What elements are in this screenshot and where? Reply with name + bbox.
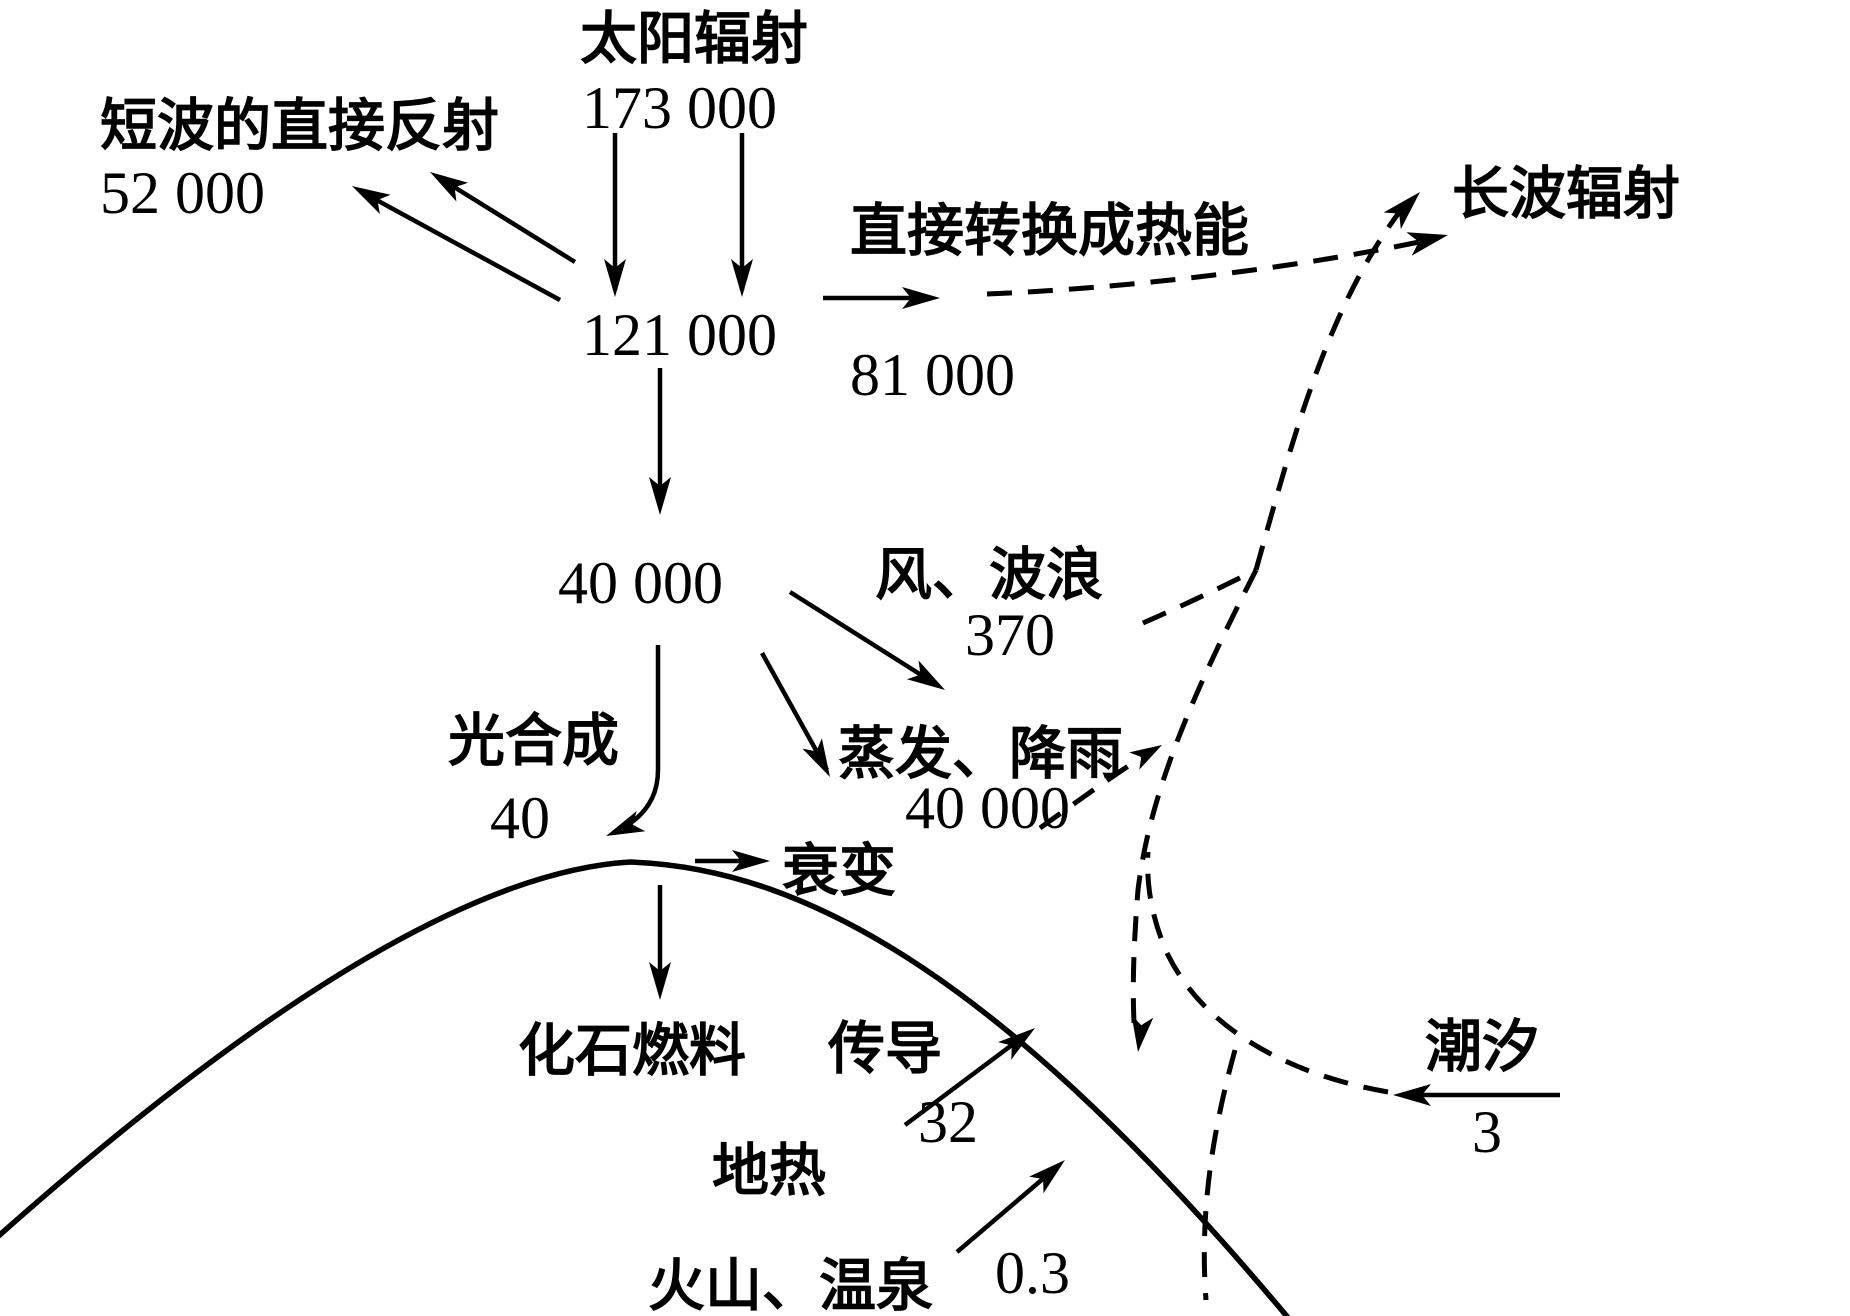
descender-to-surface-dashed <box>1130 568 1259 1039</box>
evaporation-arrow <box>760 651 829 772</box>
arrowhead-icon <box>649 962 671 1000</box>
tides-label: 潮汐 <box>1425 1015 1539 1079</box>
decay-label: 衰变 <box>782 839 896 903</box>
conduction-value: 32 <box>918 1089 978 1155</box>
volcano-label: 火山、温泉 <box>648 1254 933 1316</box>
direct-heat-value: 81 000 <box>850 342 1015 408</box>
wind-spur-dashed <box>1141 567 1258 626</box>
conduction-arrow <box>903 1031 1030 1127</box>
arrowhead-icon <box>1383 192 1420 230</box>
arrowhead-icon <box>606 811 646 836</box>
solar-input-arrows <box>604 133 753 297</box>
absorbed-to-surface-arrow <box>649 368 671 515</box>
tides-subsurface-dashed <box>1201 1049 1238 1301</box>
photosynthesis-label: 光合成 <box>448 709 619 773</box>
photosynthesis-arrow <box>614 645 661 835</box>
arrowhead-icon <box>352 186 391 215</box>
evaporation-label: 蒸发、降雨 <box>838 722 1123 786</box>
reflection-value: 52 000 <box>100 160 265 226</box>
arrowhead-icon <box>1393 1084 1431 1106</box>
direct-heat-label: 直接转换成热能 <box>850 199 1249 263</box>
volcano-value: 0.3 <box>995 1240 1070 1306</box>
wind-waves-value: 370 <box>965 602 1055 668</box>
decay-arrow-group <box>695 850 770 872</box>
labels: 太阳辐射 173 000 短波的直接反射 52 000 121 000 直接转换… <box>100 7 1680 1316</box>
photosynthesis-value: 40 <box>490 785 550 851</box>
tides-dissipation-dashed <box>1145 851 1389 1095</box>
atmosphere-absorbed-value: 121 000 <box>582 302 777 368</box>
evaporation-spur-dashed <box>1038 749 1152 831</box>
arrowhead-icon <box>604 259 626 297</box>
riser-to-longwave-dashed <box>1253 200 1409 571</box>
arrowhead-icon <box>731 259 753 297</box>
surface-distribution-arrows <box>606 590 945 836</box>
heat-to-longwave-dashed <box>986 235 1439 297</box>
arrowhead-icon <box>1406 232 1448 256</box>
arrowhead-icon <box>802 738 830 777</box>
solar-label: 太阳辐射 <box>580 7 808 71</box>
arrowhead-icon <box>649 477 671 515</box>
wind-waves-arrow <box>788 590 939 687</box>
tides-value: 3 <box>1472 1099 1502 1165</box>
arrowhead-icon <box>998 1028 1035 1060</box>
reflection-arrow-lower <box>358 189 562 302</box>
arrowhead-icon <box>902 287 940 309</box>
earth-surface-arc <box>0 859 1291 1316</box>
shortwave-reflection-arrows <box>352 172 577 302</box>
conduction-label: 传导 <box>827 1017 942 1081</box>
solar-value: 173 000 <box>582 75 777 141</box>
arrowhead-icon <box>1131 1014 1154 1052</box>
reflection-arrow-upper <box>436 175 577 264</box>
arrowhead-icon <box>430 172 469 202</box>
longwave-label: 长波辐射 <box>1452 162 1680 226</box>
direct-heat-arrow <box>823 287 940 309</box>
reflection-label: 短波的直接反射 <box>100 94 499 158</box>
fossil-storage-arrow <box>649 885 671 1000</box>
arrowhead-icon <box>1029 1160 1065 1194</box>
wind-waves-label: 风、波浪 <box>875 543 1103 607</box>
geothermal-arrows <box>903 1028 1065 1254</box>
geothermal-label: 地热 <box>712 1139 826 1203</box>
longwave-dashed-flows <box>986 192 1448 1301</box>
arrowhead-icon <box>1129 745 1162 770</box>
volcano-arrow <box>955 1164 1060 1254</box>
arrowhead-icon <box>732 850 770 872</box>
fossil-label: 化石燃料 <box>518 1019 746 1083</box>
arrowhead-icon <box>906 660 945 690</box>
evaporation-value: 40 000 <box>905 775 1070 841</box>
tides-arrow-group <box>1393 1084 1560 1106</box>
surface-absorbed-value: 40 000 <box>558 550 723 616</box>
